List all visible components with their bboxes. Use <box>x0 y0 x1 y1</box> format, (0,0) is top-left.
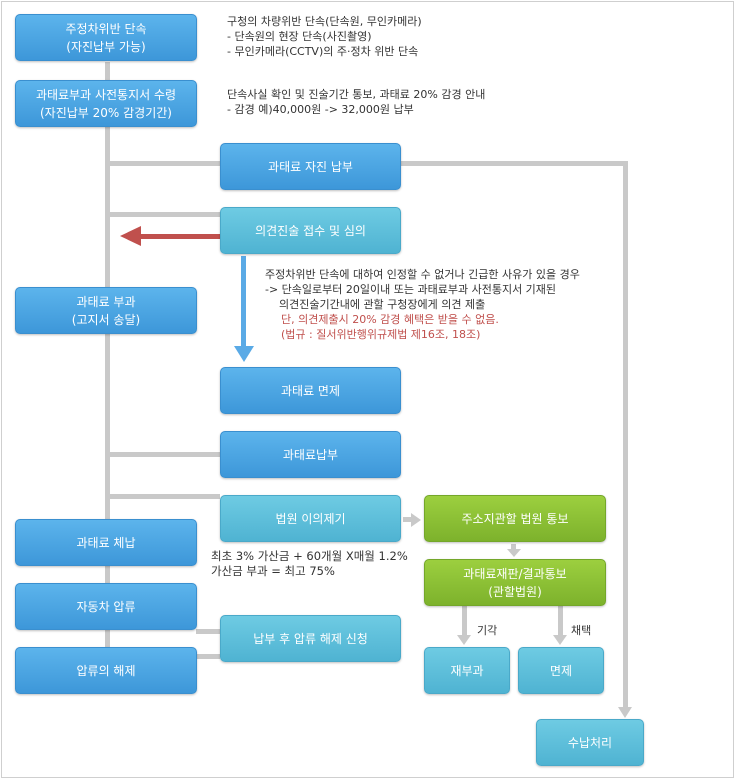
note-line: -> 단속일로부터 20일이내 또는 과태료부과 사전통지서 기재된 <box>265 283 557 296</box>
step-court-notice: 주소지관할 법원 통보 <box>424 495 606 542</box>
step-opinion-review: 의견진술 접수 및 심의 <box>220 207 401 254</box>
step-title: 주소지관할 법원 통보 <box>461 511 569 526</box>
connector-to-fine-payment <box>110 452 220 457</box>
step-title: 주정차위반 단속 <box>65 21 147 36</box>
note-enforcement: 구청의 차량위반 단속(단속원, 무인카메라) - 단속원의 현장 단속(사진촬… <box>227 14 422 59</box>
connector-accept-line <box>558 606 563 636</box>
step-title: 과태료 부과 <box>76 294 136 309</box>
arrow-to-receipt <box>618 707 632 718</box>
step-title: 과태료 자진 납부 <box>268 159 353 174</box>
right-vertical-line <box>623 161 628 709</box>
step-self-payment: 과태료 자진 납부 <box>220 143 401 190</box>
label-reject: 기각 <box>477 624 498 637</box>
step-court-objection: 법원 이의제기 <box>220 495 401 542</box>
red-arrow-head <box>120 226 141 246</box>
step-title: 납부 후 압류 해제 신청 <box>253 631 368 646</box>
step-release-request: 납부 후 압류 해제 신청 <box>220 615 401 662</box>
step-subtitle: (자진납부 가능) <box>66 39 146 54</box>
note-line: 단속사실 확인 및 진술기간 통보, 과태료 20% 감경 안내 <box>227 88 486 101</box>
arrow-to-trial <box>507 549 521 557</box>
arrow-to-exempt <box>553 635 567 645</box>
step-subtitle: (자진납부 20% 감경기간) <box>40 105 172 120</box>
note-line: 최초 3% 가산금 + 60개월 X매월 1.2% <box>211 549 408 563</box>
note-line: - 무인카메라(CCTV)의 주·정차 위반 단속 <box>227 45 419 58</box>
step-trial-result: 과태료재판/결과통보 (관할법원) <box>424 559 606 606</box>
connector-to-self-pay <box>110 161 220 166</box>
step-title: 과태료 면제 <box>280 383 340 398</box>
step-parking-violation: 주정차위반 단속 (자진납부 가능) <box>15 14 197 61</box>
step-seizure-release: 압류의 해제 <box>15 647 197 694</box>
step-title: 재부과 <box>450 663 484 678</box>
step-title: 의견진술 접수 및 심의 <box>255 223 366 238</box>
step-subtitle: (관할법원) <box>488 584 542 599</box>
step-prenotice-received: 과태료부과 사전통지서 수령 (자진납부 20% 감경기간) <box>15 80 197 127</box>
note-warning: 단, 의견제출시 20% 감경 혜택은 받을 수 없음. <box>281 313 499 326</box>
step-exempt: 면제 <box>518 647 604 694</box>
red-arrow-shaft <box>140 234 220 239</box>
note-line: - 단속원의 현장 단속(사진촬영) <box>227 30 372 43</box>
arrow-to-court-notice <box>411 513 421 527</box>
blue-arrow-head <box>234 346 254 362</box>
note-line: 의견진술기간내에 관할 구청장에게 의견 제출 <box>265 298 486 311</box>
connector-notice-to-trial <box>511 544 516 550</box>
note-line: 구청의 차량위반 단속(단속원, 무인카메라) <box>227 15 422 28</box>
step-fine-arrears: 과태료 체납 <box>15 519 197 566</box>
step-title: 과태료재판/결과통보 <box>463 566 567 581</box>
note-line: - 감경 예)40,000원 -> 32,000원 납부 <box>227 103 414 116</box>
connector-court-to-notice <box>403 517 411 522</box>
step-fine-imposed: 과태료 부과 (고지서 송달) <box>15 287 197 334</box>
main-vertical-line <box>105 62 110 647</box>
note-line: 주정차위반 단속에 대하여 인정할 수 없거나 긴급한 사유가 있을 경우 <box>265 268 580 281</box>
arrow-to-reimpose <box>457 635 471 645</box>
step-title: 수납처리 <box>567 735 613 750</box>
step-receipt-processing: 수납처리 <box>536 719 644 766</box>
step-title: 과태료 체납 <box>76 535 136 550</box>
connector-reject-line <box>462 606 467 636</box>
connector-to-release <box>196 654 220 659</box>
step-title: 자동차 압류 <box>76 599 136 614</box>
step-subtitle: (고지서 송달) <box>71 312 141 327</box>
note-law-reference: (법규 : 질서위반행위규제법 제16조, 18조) <box>281 328 481 341</box>
blue-arrow-shaft <box>241 256 246 348</box>
step-vehicle-seizure: 자동차 압류 <box>15 583 197 630</box>
step-title: 압류의 해제 <box>76 663 136 678</box>
step-title: 면제 <box>549 663 573 678</box>
step-reimpose: 재부과 <box>424 647 510 694</box>
step-fine-exempt: 과태료 면제 <box>220 367 401 414</box>
connector-to-court <box>110 494 220 499</box>
connector-to-opinion <box>110 212 220 217</box>
step-title: 법원 이의제기 <box>275 511 346 526</box>
step-title: 과태료부과 사전통지서 수령 <box>35 87 177 102</box>
connector-self-pay-right <box>401 161 627 166</box>
step-fine-payment: 과태료납부 <box>220 431 401 478</box>
step-title: 과태료납부 <box>282 447 339 462</box>
connector-from-seizure <box>196 629 220 634</box>
note-arrears-penalty: 최초 3% 가산금 + 60개월 X매월 1.2% 가산금 부과 = 최고 75… <box>211 549 408 579</box>
note-line: 가산금 부과 = 최고 75% <box>211 564 335 578</box>
note-opinion: 주정차위반 단속에 대하여 인정할 수 없거나 긴급한 사유가 있을 경우 ->… <box>265 267 580 342</box>
label-accept: 채택 <box>571 624 592 637</box>
note-prenotice: 단속사실 확인 및 진술기간 통보, 과태료 20% 감경 안내 - 감경 예)… <box>227 87 485 117</box>
